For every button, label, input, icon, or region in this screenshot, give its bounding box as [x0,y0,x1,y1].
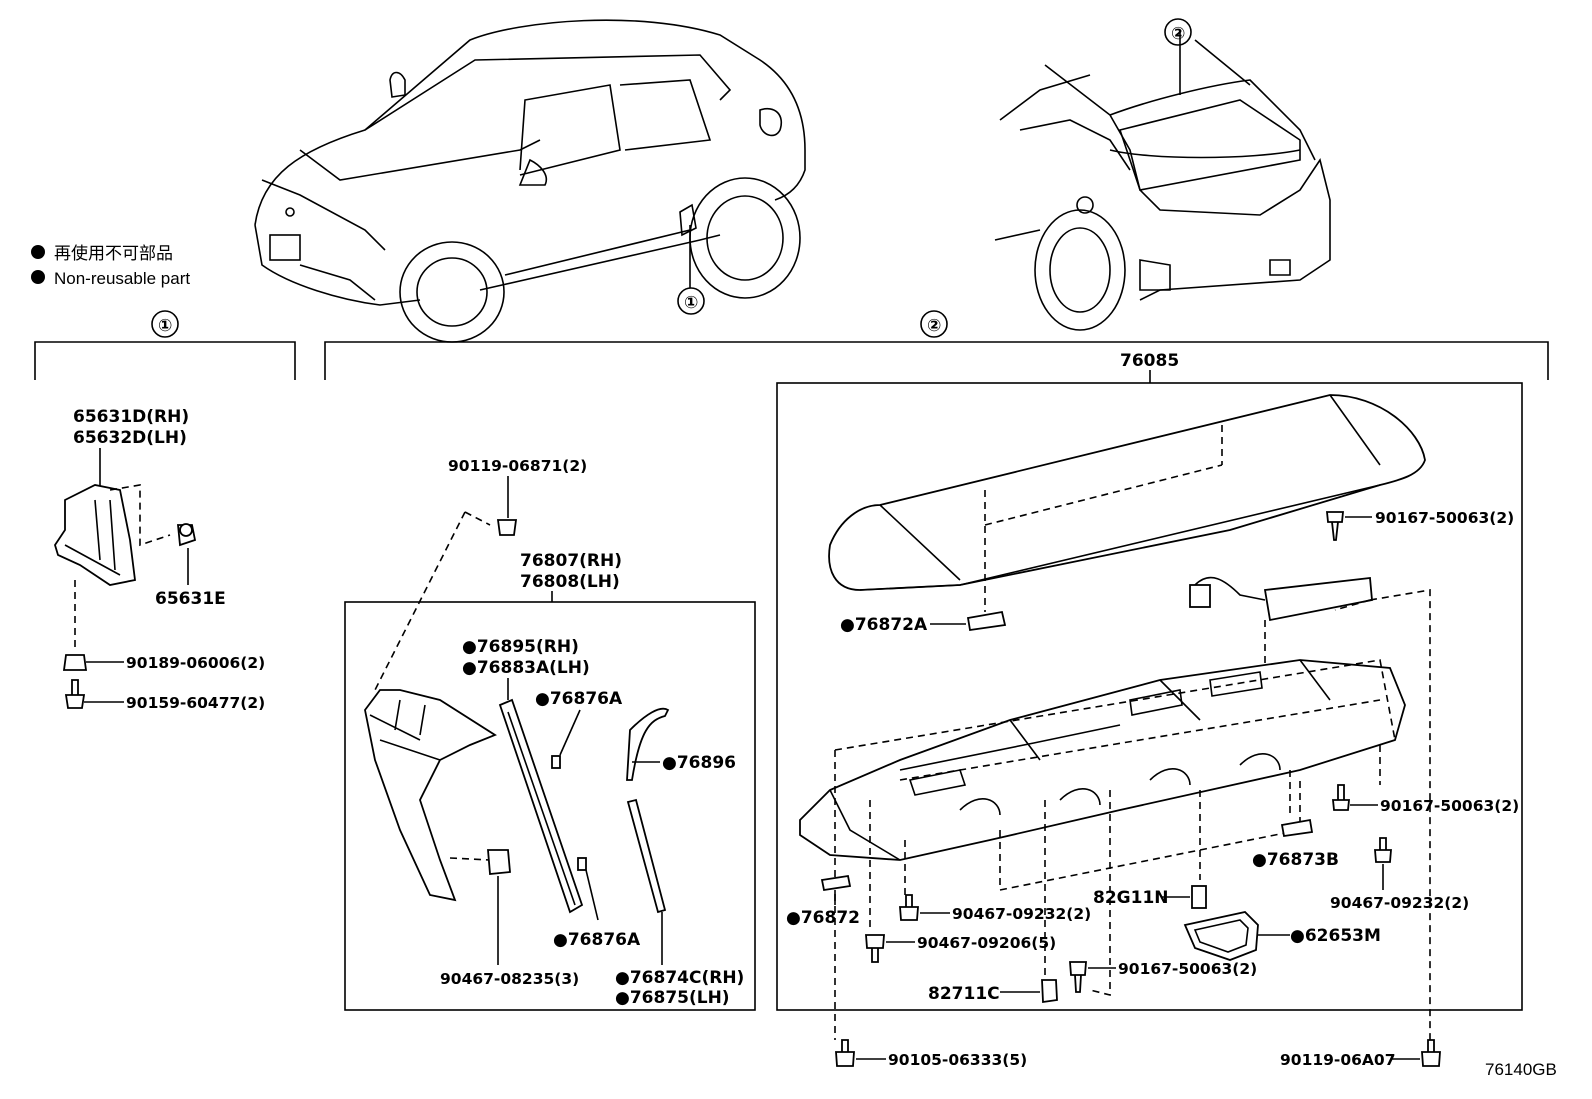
clip-82711C [1041,979,1058,1004]
label-76875: ●76875(LH) [615,988,730,1008]
nut-90105 [835,1039,855,1067]
label-76872A: ●76872A [840,615,928,635]
clip-82G11N [1191,885,1207,909]
label-76883A: ●76883A(LH) [462,658,590,678]
assembly-76085-label: 76085 [1120,351,1179,371]
label-90119-06A07: 90119-06A07 [1280,1051,1396,1069]
clip-90467-09206 [865,934,885,963]
label-90467-09232-left: 90467-09232(2) [952,905,1091,923]
label-90467-09232-right: 90467-09232(2) [1330,894,1469,912]
label-65631D: 65631D(RH) [73,407,189,427]
rear-spoiler-cover [828,394,1426,591]
label-76876A-bottom: ●76876A [553,930,641,950]
label-76873B: ●76873B [1252,850,1339,870]
callout-2-rear: ② [1171,24,1185,44]
legend-bullet-jp [31,245,45,259]
bottom-fasteners: 90105-06333(5) 90119-06A07 76140GB [835,1039,1557,1079]
label-90167-mid: 90167-50063(2) [1380,797,1519,815]
label-90167-bottom: 90167-50063(2) [1118,960,1257,978]
bolt-90159 [64,679,86,709]
nut-90189 [62,654,88,671]
spacer-76872A [966,610,1007,632]
group-1-label: ① [158,316,172,336]
spacer-76873B [1280,818,1314,838]
label-90467-08235: 90467-08235(3) [440,970,579,988]
clip-90467-09232-left [899,894,919,921]
pillar-garnish [364,689,497,902]
clip-90467-09232-right [1374,837,1392,863]
clip-90467-08235 [487,849,511,875]
group-1-parts: 65631D(RH) 65632D(LH) 65631E 90189-06006… [54,407,265,712]
label-76895: ●76895(RH) [462,637,579,657]
group-2-pillar-parts: 90119-06871(2) 76807(RH) 76808(LH) 90467… [364,457,744,1008]
group-2-label: ② [927,316,941,336]
spacer-76872 [820,874,852,892]
label-90119-06871: 90119-06871(2) [448,457,587,475]
vehicle-front-view: ① [254,19,806,343]
label-62653M: ●62653M [1290,926,1381,946]
vehicle-rear-view: ② [994,18,1331,331]
label-90159: 90159-60477(2) [126,694,265,712]
callout-1-front: ① [684,293,698,313]
screw-90167-mid [1332,784,1350,811]
label-90105: 90105-06333(5) [888,1051,1027,1069]
stop-lamp-assembly [1263,577,1373,622]
label-90189: 90189-06006(2) [126,654,265,672]
label-65632D: 65632D(LH) [73,428,187,448]
label-90467-09206: 90467-09206(5) [917,934,1056,952]
moulding-76874C [626,798,667,914]
screw-90167-top [1326,511,1344,541]
label-82G11N: 82G11N [1093,888,1169,908]
spoiler-inner-panel [799,659,1406,861]
group-brackets: ① ② 76085 [34,310,1549,1011]
moulding-76896 [626,707,670,781]
legend: 再使用不可部品 Non-reusable part [54,243,190,288]
label-76876A-top: ●76876A [535,689,623,709]
label-76808: 76808(LH) [520,572,620,592]
legend-line-en: Non-reusable part [54,269,190,288]
label-76874C: ●76874C(RH) [615,968,744,988]
clip-90119-06A07 [1421,1039,1441,1067]
label-65631E: 65631E [155,589,226,609]
label-90167-top: 90167-50063(2) [1375,509,1514,527]
diagram-code: 76140GB [1485,1060,1557,1079]
clip-90119-06871 [496,519,518,536]
legend-bullet-en [31,270,45,284]
label-76896: ●76896 [662,753,736,773]
label-76807: 76807(RH) [520,551,622,571]
legend-line-jp: 再使用不可部品 [54,243,173,263]
group-2-spoiler-parts: ●76872A 90167-50063(2) 90167-50063(2) ●7… [786,394,1519,1040]
screw-90167-bottom [1069,961,1087,993]
label-82711C: 82711C [928,984,1000,1004]
label-76872: ●76872 [786,908,860,928]
